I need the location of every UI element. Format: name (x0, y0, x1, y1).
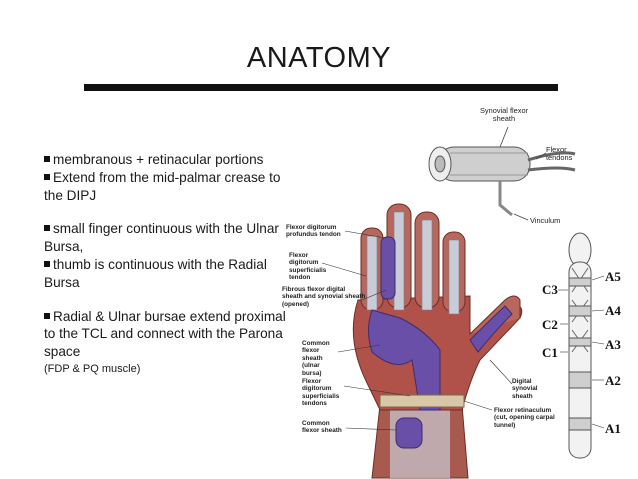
pulley-illustration (558, 232, 605, 459)
bullet-item: Extend from the mid-palmar crease to the… (44, 169, 281, 203)
square-bullet-icon (44, 260, 50, 267)
slide-title: ANATOMY (246, 42, 392, 74)
square-bullet-icon (44, 173, 50, 180)
pulley-label-a4: A4 (605, 303, 621, 318)
fds-tendons-label: Flexor digitorum superficialis tendons (302, 378, 340, 408)
title-divider (84, 84, 558, 91)
square-bullet-icon (44, 225, 50, 232)
fibrous-sheath-label: Fibrous flexor digital sheath and synovi… (282, 286, 366, 308)
pulley-label-c3: C3 (542, 282, 558, 297)
square-bullet-icon (44, 156, 50, 162)
pulley-label-c1: C1 (542, 345, 558, 360)
bullet-item: small finger continuous with the Ulnar B… (44, 221, 279, 255)
synovial-sheath-label: Synovial flexor sheath (479, 106, 529, 124)
fds-tendon-label: Flexor digitorum superficialis tendon (289, 252, 327, 282)
flexor-sheath-illustration (428, 126, 576, 221)
digital-synovial-sheath-label: Digital synovial sheath (512, 378, 538, 400)
pulley-label-a2: A2 (605, 373, 621, 388)
pulley-label-a5: A5 (605, 269, 621, 284)
ulnar-bursa-label: Common flexor sheath (ulnar bursa) (302, 340, 330, 377)
vinculum-label: Vinculum (530, 216, 561, 225)
common-flexor-sheath-label: Common flexor sheath (302, 420, 342, 435)
pulley-label-a3: A3 (605, 337, 621, 352)
hand-flexor-illustration (321, 203, 523, 479)
pulley-label-a1: A1 (605, 421, 621, 436)
square-bullet-icon (44, 312, 50, 319)
flexor-retinaculum-label: Flexor retinaculum (cut, opening carpal … (494, 407, 555, 429)
bullet-item: thumb is continuous with the Radial Burs… (44, 256, 267, 290)
flexor-tendons-label: Flexor tendons (546, 145, 573, 163)
pulley-label-c2: C2 (542, 317, 558, 332)
fdp-tendon-label: Flexor digitorum profundus tendon (286, 224, 341, 239)
bullet-item: membranous + retinacular portions (44, 151, 288, 169)
bullet-list: membranous + retinacular portions Extend… (44, 151, 288, 379)
bullet-item: Radial & Ulnar bursae extend proximal to… (44, 308, 286, 360)
muscle-note: (FDP & PQ muscle) (44, 362, 141, 375)
